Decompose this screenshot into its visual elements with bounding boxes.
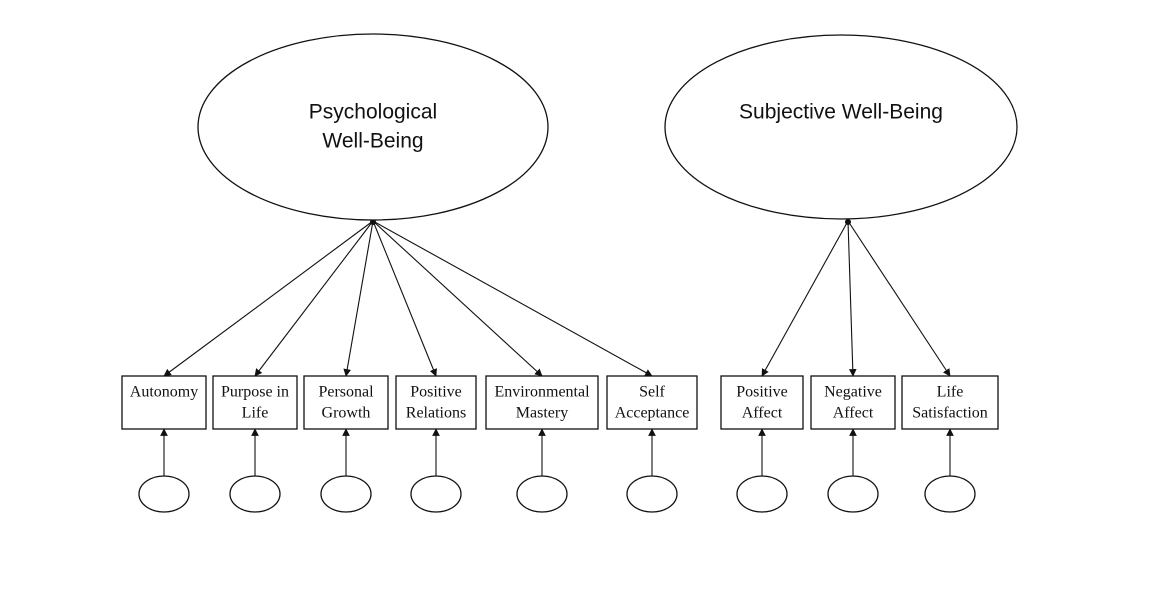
- indicator-label-acceptance-line-2: Acceptance: [615, 405, 690, 422]
- indicator-label-acceptance-line-1: Self: [639, 384, 665, 401]
- indicator-label-purpose-line-1: Purpose in: [221, 384, 289, 401]
- indicator-label-relations-line-2: Relations: [406, 405, 466, 422]
- latent-label-pwb-line-2: Well-Being: [322, 130, 423, 153]
- indicator-box-relations: [395, 375, 477, 430]
- indicator-label-pos-affect-line-2: Affect: [742, 405, 783, 422]
- factor-loading-path-acceptance: [372, 220, 653, 377]
- factor-loading-path-mastery: [372, 220, 543, 377]
- error-term-life-sat: [924, 475, 976, 513]
- factor-loading-path-relations: [372, 220, 437, 377]
- error-term-autonomy: [138, 475, 190, 513]
- indicator-purpose: Purpose in Life: [212, 375, 298, 430]
- paths-layer: [163, 219, 951, 377]
- factor-loading-path-life-sat: [847, 220, 951, 377]
- error-term-pos-affect: [736, 475, 788, 513]
- indicator-box-autonomy: [121, 375, 207, 430]
- indicator-autonomy: Autonomy: [121, 375, 207, 430]
- indicator-label-life-sat-line-1: Life: [937, 384, 964, 401]
- factor-loading-path-neg-affect: [847, 220, 857, 377]
- error-term-neg-affect: [827, 475, 879, 513]
- indicator-label-purpose-line-2: Life: [242, 405, 269, 422]
- indicator-box-growth: [303, 375, 389, 430]
- indicator-label-neg-affect-line-1: Negative: [824, 384, 882, 401]
- latent-label-pwb-line-1: Psychological: [309, 101, 437, 124]
- indicator-label-pos-affect-line-1: Positive: [736, 384, 788, 401]
- indicator-label-growth-line-1: Personal: [318, 384, 374, 401]
- latent-label-swb-line-1: Subjective Well-Being: [739, 101, 943, 124]
- indicator-box-mastery: [485, 375, 599, 430]
- latent-factor-swb: Subjective Well-Being: [664, 34, 1018, 220]
- error-term-mastery: [516, 475, 568, 513]
- indicator-label-mastery-line-1: Environmental: [494, 384, 590, 401]
- indicator-box-acceptance: [606, 375, 698, 430]
- indicator-label-neg-affect-line-2: Affect: [833, 405, 874, 422]
- latent-ellipse-swb: [664, 34, 1018, 220]
- error-term-purpose: [229, 475, 281, 513]
- error-term-growth: [320, 475, 372, 513]
- error-terms: [138, 428, 976, 513]
- factor-apex-swb: [845, 219, 851, 225]
- indicator-label-relations-line-1: Positive: [410, 384, 462, 401]
- indicator-box-pos-affect: [720, 375, 804, 430]
- factor-loading-path-pos-affect: [761, 220, 849, 377]
- error-term-relations: [410, 475, 462, 513]
- indicator-box-neg-affect: [810, 375, 896, 430]
- error-term-acceptance: [626, 475, 678, 513]
- indicator-label-growth-line-2: Growth: [322, 405, 371, 422]
- indicator-box-life-sat: [901, 375, 999, 430]
- factor-loading-path-autonomy: [163, 220, 374, 377]
- latent-ellipse-pwb: [197, 33, 549, 221]
- factor-loading-path-purpose: [254, 220, 374, 377]
- indicator-label-autonomy-line-1: Autonomy: [130, 384, 198, 401]
- indicator-label-mastery-line-2: Mastery: [516, 405, 568, 422]
- factor-loading-path-growth: [343, 220, 374, 377]
- indicator-label-life-sat-line-2: Satisfaction: [912, 405, 988, 422]
